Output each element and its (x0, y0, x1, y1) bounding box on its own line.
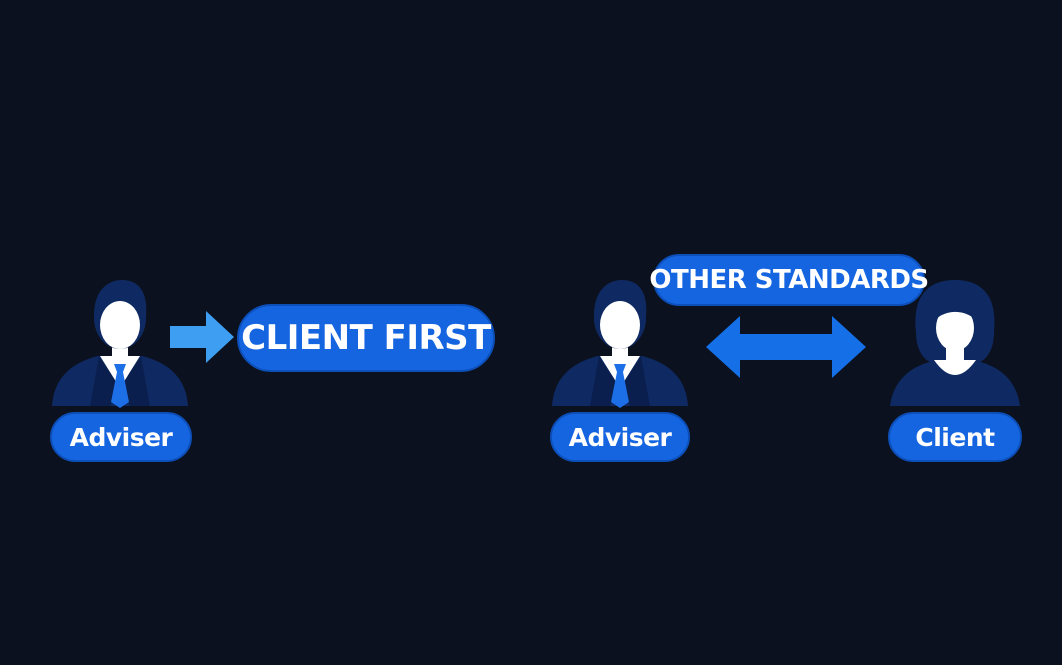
adviser-figure-icon (52, 280, 188, 408)
adviser-label: Adviser (50, 412, 192, 462)
adviser-label: Adviser (550, 412, 690, 462)
client-label: Client (888, 412, 1022, 462)
double-arrow-icon (706, 316, 866, 378)
client-figure-icon (890, 280, 1020, 406)
other-standards-statement: OTHER STANDARDS (649, 254, 929, 306)
client-first-statement: CLIENT FIRST (237, 304, 495, 372)
right-arrow-icon (170, 311, 234, 363)
adviser-figure-icon (552, 280, 688, 408)
